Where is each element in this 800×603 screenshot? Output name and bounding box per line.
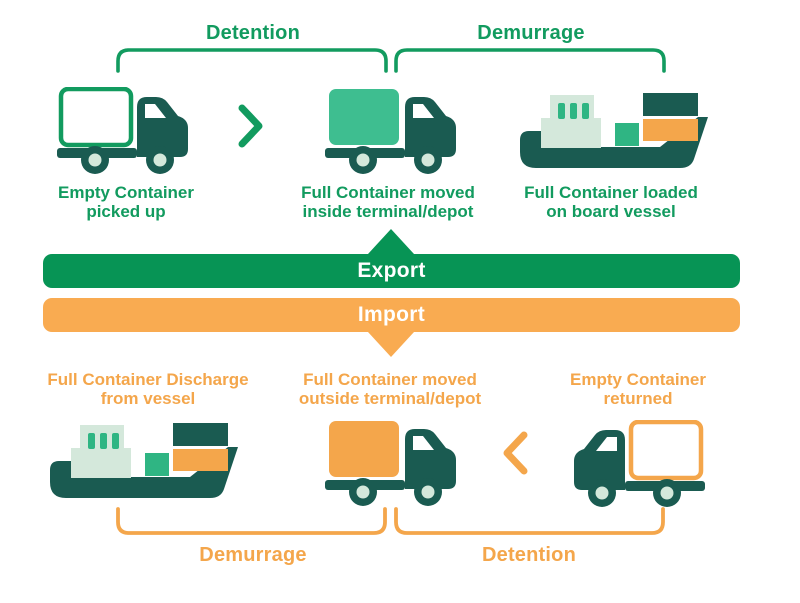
import-band: Import	[43, 298, 740, 332]
step-caption-discharge-vessel: Full Container Discharge from vessel	[47, 370, 249, 408]
truck-full-container-icon	[325, 421, 456, 506]
cargo-ship-icon	[520, 93, 708, 168]
truck-full-container-icon	[325, 89, 456, 174]
step-caption-loaded-vessel: Full Container loaded on board vessel	[524, 183, 698, 221]
step-caption-moved-inside: Full Container moved inside terminal/dep…	[301, 183, 475, 221]
detention-label-top: Detention	[205, 22, 301, 44]
truck-empty-container-icon	[574, 420, 705, 507]
chevron-left-icon	[503, 431, 528, 475]
detention-bracket-bottom	[394, 507, 665, 535]
chevron-right-icon	[238, 104, 263, 148]
step-caption-empty-pickup: Empty Container picked up	[57, 183, 195, 221]
truck-empty-container-icon	[57, 87, 188, 174]
detention-bracket-top	[116, 48, 388, 73]
export-band: Export	[43, 254, 740, 288]
cargo-ship-icon	[50, 423, 238, 498]
demurrage-bracket-top	[394, 48, 666, 73]
demurrage-label-bottom: Demurrage	[199, 544, 307, 566]
detention-label-bottom: Detention	[481, 544, 577, 566]
demurrage-bracket-bottom	[116, 507, 387, 535]
step-caption-moved-outside: Full Container moved outside terminal/de…	[298, 370, 482, 408]
export-arrow-up-icon	[368, 229, 414, 254]
step-caption-empty-returned: Empty Container returned	[569, 370, 707, 408]
demurrage-label-top: Demurrage	[477, 22, 585, 44]
import-arrow-down-icon	[368, 332, 414, 357]
